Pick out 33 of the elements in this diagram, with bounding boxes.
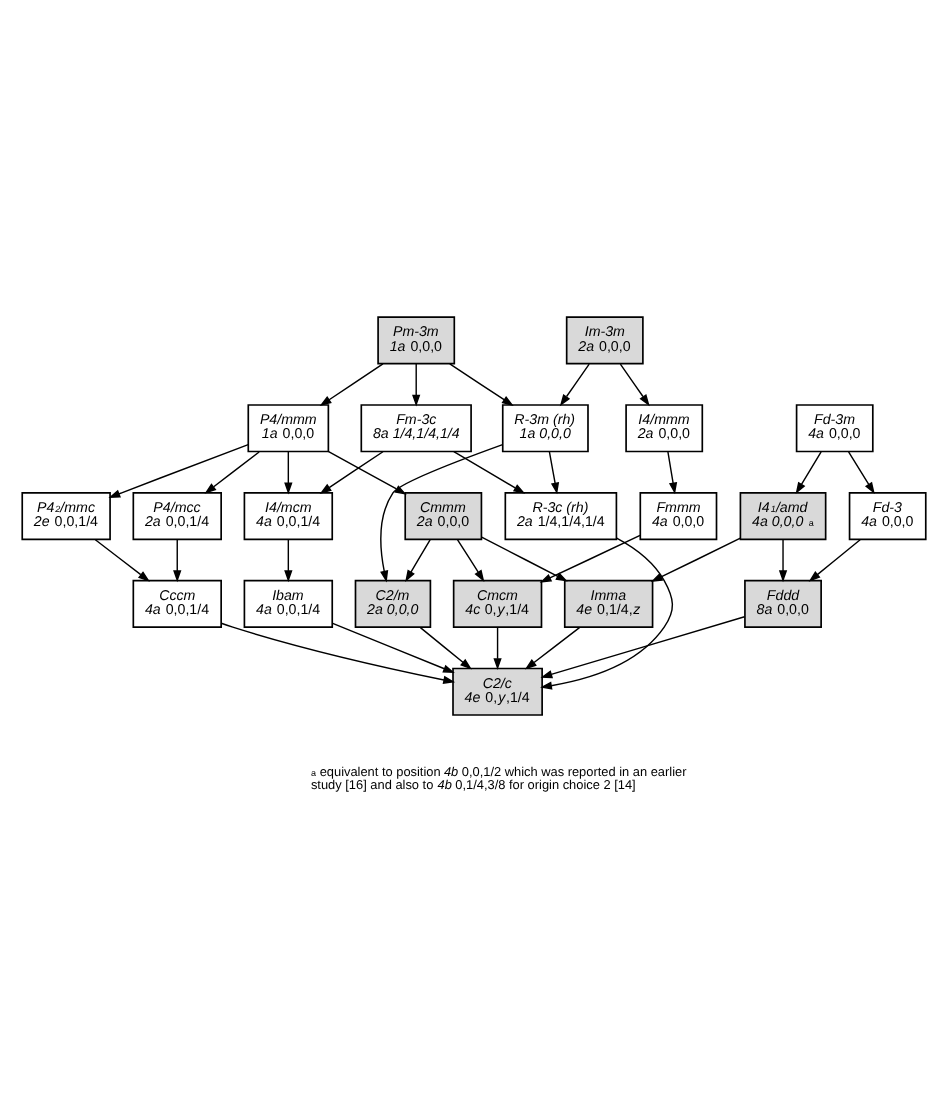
arrow: [204, 450, 260, 493]
arrow: [456, 538, 485, 581]
arrow: [619, 362, 650, 406]
arrow: [220, 621, 456, 683]
arrow: [405, 538, 431, 581]
arrow: [808, 538, 861, 581]
arrow: [559, 362, 590, 406]
arrow: [284, 450, 293, 494]
arrow: [667, 450, 678, 494]
arrow: [327, 450, 407, 494]
arrow: [540, 536, 674, 689]
arrow: [778, 538, 788, 582]
arrow: [650, 536, 742, 582]
arrow: [108, 442, 249, 498]
arrow: [173, 538, 182, 582]
arrow: [480, 535, 568, 581]
arrow: [795, 450, 822, 494]
arrow: [380, 442, 504, 582]
arrow: [524, 625, 581, 669]
arrow: [548, 450, 560, 494]
arrow: [412, 362, 421, 406]
arrow: [319, 362, 384, 406]
arrow: [319, 450, 384, 493]
arrow: [332, 621, 455, 673]
arrow: [419, 625, 472, 669]
arrow: [453, 450, 526, 493]
arrow: [94, 538, 150, 581]
arrow: [493, 625, 502, 670]
arrow: [539, 533, 641, 582]
arrow: [284, 538, 293, 582]
arrow: [847, 450, 875, 494]
arrow: [540, 615, 746, 678]
arrow: [449, 362, 514, 406]
